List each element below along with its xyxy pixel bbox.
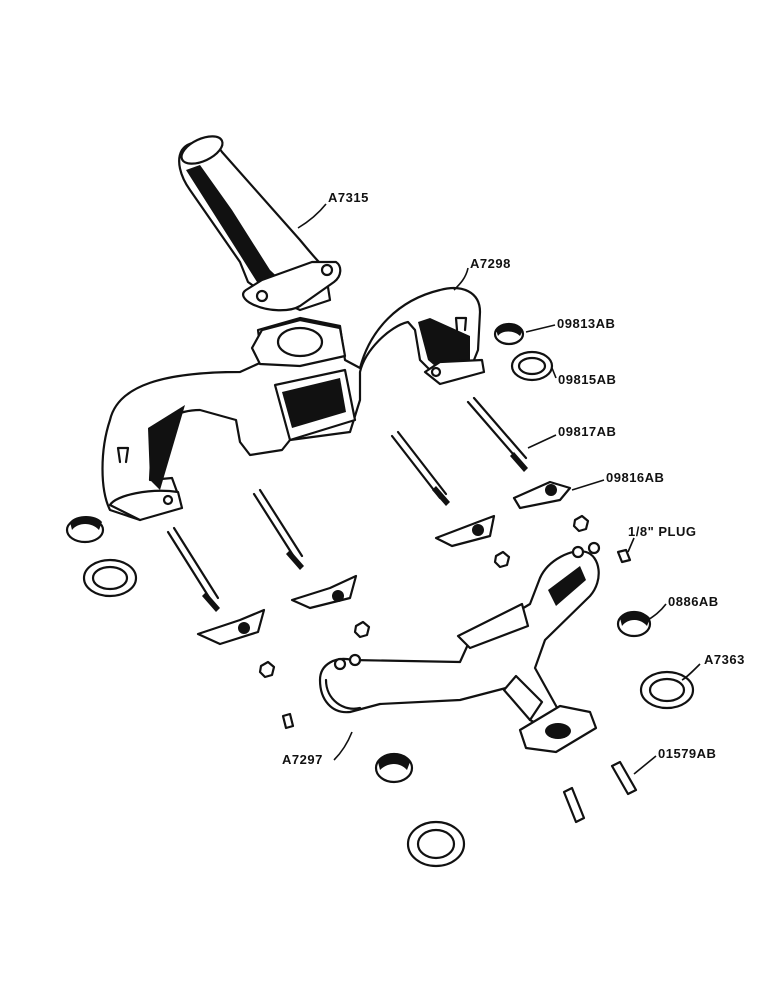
part-labels: A7315 A7298 09813AB 09815AB 09817AB 0981… <box>282 190 745 767</box>
label-plug: 1/8" PLUG <box>628 524 696 539</box>
label-01579ab: 01579AB <box>658 746 716 761</box>
label-09813ab: 09813AB <box>557 316 615 331</box>
label-a7363: A7363 <box>704 652 745 667</box>
label-09815ab: 09815AB <box>558 372 616 387</box>
studs-09817ab <box>166 396 528 612</box>
label-09817ab: 09817AB <box>558 424 616 439</box>
label-a7298: A7298 <box>470 256 511 271</box>
part-a7298-manifold <box>101 286 486 522</box>
nuts <box>258 514 590 730</box>
label-0886ab: 0886AB <box>668 594 719 609</box>
leader-lines <box>297 203 701 775</box>
label-a7297: A7297 <box>282 752 323 767</box>
part-a7315-elbow-pipe <box>178 135 342 312</box>
label-a7315: A7315 <box>328 190 369 205</box>
label-09816ab: 09816AB <box>606 470 664 485</box>
part-a7297-exhaust-manifold <box>318 541 601 754</box>
studs-01579ab <box>562 760 638 824</box>
clamps-09816ab <box>196 480 572 646</box>
rings-and-gaskets <box>65 322 695 868</box>
